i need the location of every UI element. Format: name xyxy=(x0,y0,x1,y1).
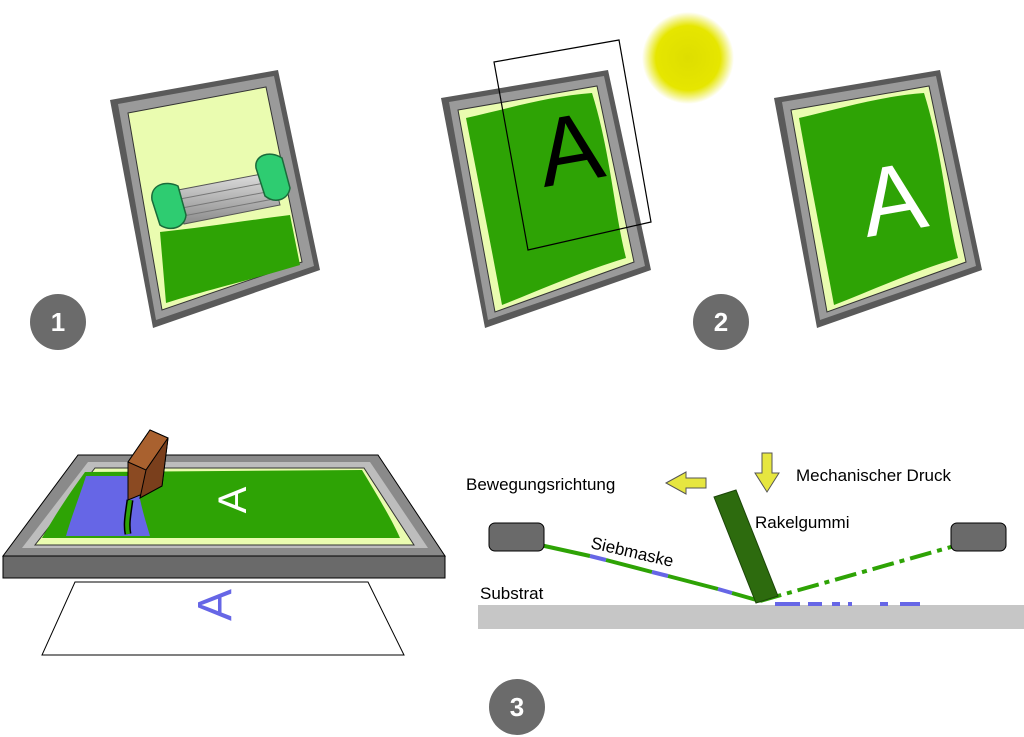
panel-2-exposure: A xyxy=(441,12,734,328)
panel-1-coating xyxy=(110,70,320,328)
screen-frame-icon xyxy=(441,70,651,328)
printed-letter: A xyxy=(189,589,242,621)
coating-trough-icon xyxy=(151,153,291,230)
svg-text:2: 2 xyxy=(714,307,728,337)
clamp-block-icon xyxy=(950,522,1007,552)
squeegee-icon xyxy=(123,429,169,535)
squeegee-rubber-icon xyxy=(713,489,779,604)
svg-text:1: 1 xyxy=(51,307,65,337)
screen-frame-icon xyxy=(774,70,982,328)
substrate-bar xyxy=(478,605,1024,629)
arrow-down-icon xyxy=(754,452,780,493)
screen-mask-line xyxy=(539,543,959,603)
panel-3-printing: A A xyxy=(2,429,446,656)
step-badge-2: 2 xyxy=(693,294,749,350)
step-badge-1: 1 xyxy=(30,294,86,350)
substrate-sheet-icon: A xyxy=(41,581,405,656)
screen-letter: A xyxy=(211,486,255,513)
panel-3-cross-section: Substrat Siebmaske Rakelgumm xyxy=(466,452,1024,629)
sun-icon xyxy=(642,12,734,104)
substrate-label: Substrat xyxy=(480,584,544,603)
arrow-left-icon xyxy=(664,471,707,495)
coated-emulsion-area xyxy=(160,215,300,303)
screen-frame-icon: A xyxy=(2,454,446,579)
clamp-block-icon xyxy=(488,522,545,552)
panel-2-developed-screen: A xyxy=(774,70,982,328)
svg-text:3: 3 xyxy=(510,692,524,722)
step-badge-3: 3 xyxy=(489,679,545,735)
pressure-label: Mechanischer Druck xyxy=(796,466,951,485)
movement-label: Bewegungsrichtung xyxy=(466,475,615,494)
squeegee-rubber-label: Rakelgummi xyxy=(755,513,849,532)
